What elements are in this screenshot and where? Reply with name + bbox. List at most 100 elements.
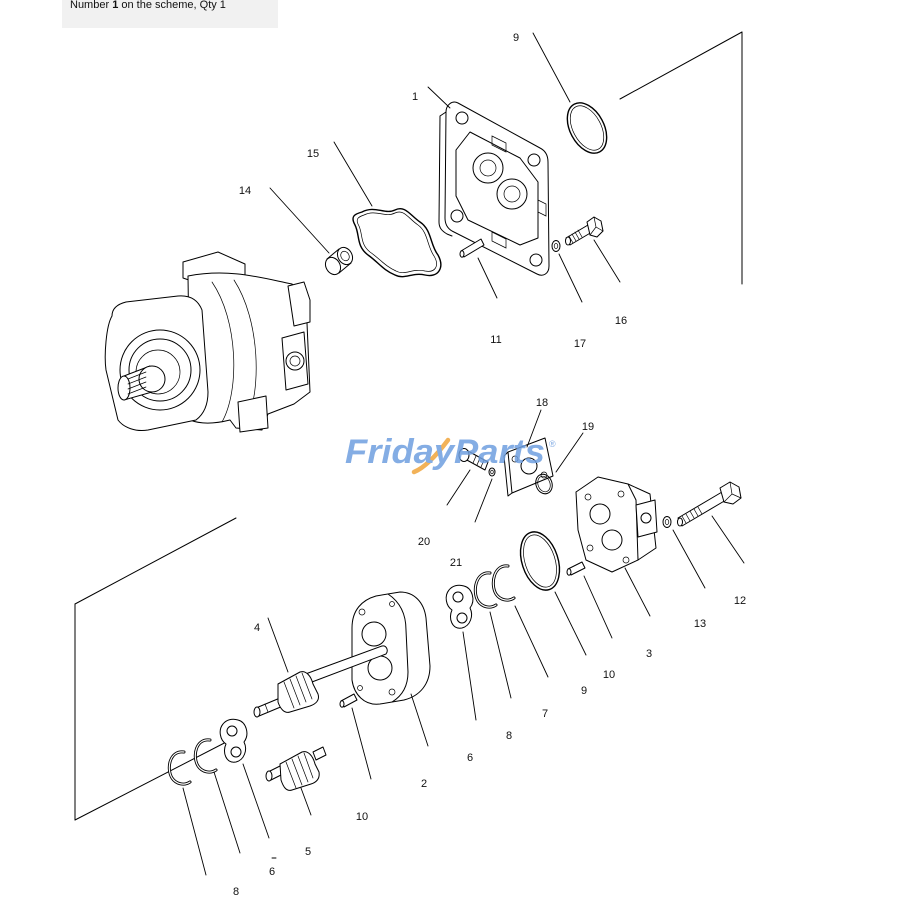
dowel-pin-part-11 [459, 238, 485, 258]
mid-bushing-hole-lower [456, 612, 468, 624]
small-washer-hole [490, 469, 494, 475]
leader-7 [514, 605, 549, 678]
watermark-brand-first: Friday [345, 433, 456, 471]
gasket-outer-edge [352, 208, 442, 278]
leader-11 [477, 257, 498, 299]
caption-part-number: 1 [112, 0, 119, 11]
pump-shaft-end [117, 375, 131, 401]
washer-part-21 [488, 467, 496, 477]
bolt-threads [568, 229, 583, 244]
long-bolt-head-facet [723, 481, 742, 503]
gear-body-bolt-hole-2 [357, 685, 363, 691]
leader-6-middle [462, 631, 477, 721]
callout-11: 11 [490, 334, 501, 346]
callout-19: 19 [582, 421, 594, 433]
dowel-pin-part-10-lower [339, 693, 358, 708]
watermark-swoosh [411, 437, 451, 475]
leader-13 [672, 529, 706, 589]
mid-o-ring-inner [523, 534, 557, 588]
leader-1 [427, 86, 451, 109]
caption-lead: Number [70, 0, 113, 11]
pump-body-contour-1 [211, 281, 235, 423]
gear-body-dowel-hole-lower [388, 688, 396, 696]
mid-bushing-hole-upper [452, 591, 464, 603]
pump-assembly [104, 251, 311, 433]
callout-7: 7 [542, 708, 548, 720]
pump-port-boss [281, 331, 309, 391]
frame-line-left-diagonal-bottom [74, 736, 237, 821]
callout-15: 15 [307, 148, 319, 160]
bolt-part-16 [565, 216, 604, 246]
snap-ring-7-center [492, 565, 515, 601]
bushing-bore [340, 250, 350, 262]
gear-body-bolt-hole-1 [389, 601, 395, 607]
rear-cover-bore-upper [589, 503, 611, 525]
callout-20: 20 [418, 536, 430, 548]
frame-lines [74, 31, 743, 821]
pump-port-inner-circle [289, 355, 301, 367]
cover-plate-bore-upper [472, 152, 504, 184]
leader-18 [526, 409, 542, 448]
washer-13-outer [662, 516, 672, 528]
cover-plate-bolt-hole-3 [450, 209, 464, 223]
leader-17 [558, 253, 583, 303]
callout-14: 14 [239, 185, 251, 197]
leader-4 [267, 617, 289, 673]
cover-plate-bore-lower-inner [503, 185, 521, 203]
pump-shaft-splines [127, 371, 147, 395]
drive-gear-teeth-body [277, 671, 319, 713]
leader-10-upper [583, 575, 613, 639]
callout-4: 4 [254, 622, 260, 634]
snap-ring-part-7 [491, 564, 516, 602]
leader-snap-ring-lower-b [213, 771, 241, 854]
driven-gear-right-stub [312, 746, 327, 761]
dowel-pin-part-10-upper [566, 561, 586, 576]
cover-plate-bolt-hole-1 [455, 111, 469, 125]
washer-13-hole [664, 519, 670, 525]
watermark-brand-second: Parts [454, 433, 545, 471]
cover-plate-bore-lower [496, 178, 528, 210]
cover-plate-tab-bottom [491, 231, 507, 249]
cover-plate-bolt-hole-2 [527, 153, 541, 167]
leader-15 [333, 141, 373, 207]
bolt-tip [565, 236, 571, 246]
pump-flange-pilot-ring [128, 338, 192, 402]
lower-pin-end [339, 700, 345, 708]
callout-6-lower: 6 [269, 866, 275, 878]
leader-16 [593, 239, 621, 283]
lower-snap-ring-a-center [168, 751, 191, 785]
lower-bushing-hole-lower [230, 746, 242, 758]
washer-hole [553, 243, 559, 249]
callout-16: 16 [615, 315, 627, 327]
cover-plate-bore-upper-inner [479, 159, 497, 177]
part-caption: Number 1 on the scheme, Qty 1 [62, 0, 278, 28]
callout-9-upper: 9 [513, 32, 519, 44]
pump-port-circle [285, 351, 305, 371]
gear-body-bore-upper [361, 621, 387, 647]
leader-3 [624, 567, 651, 617]
leader-6-lower [242, 763, 270, 839]
driven-gear-part-5 [265, 746, 327, 791]
snap-ring-part-8-lower-b [193, 738, 218, 774]
small-cover-bore [520, 457, 538, 475]
pump-flange-pilot-outer [119, 329, 201, 411]
drive-gear-long-shaft [299, 645, 388, 686]
leader-8-middle [489, 611, 512, 699]
long-bolt-part-12 [677, 481, 742, 527]
leader-10-lower [351, 707, 372, 780]
callout-13: 13 [694, 618, 706, 630]
drive-gear-part-4 [253, 645, 388, 718]
washer-part-13 [662, 516, 672, 528]
callout-21: 21 [450, 557, 462, 569]
caption-text: Number 1 on the scheme, Qty 1 [70, 0, 226, 11]
callout-17: 17 [574, 338, 586, 350]
screw-head [458, 448, 470, 462]
small-cover-part-18 [503, 437, 554, 497]
callout-18: 18 [536, 397, 548, 409]
callout-10-lower: 10 [356, 811, 368, 823]
o-ring-part-9-upper [566, 102, 608, 154]
callout-8-middle: 8 [506, 730, 512, 742]
leader-5 [300, 787, 312, 816]
